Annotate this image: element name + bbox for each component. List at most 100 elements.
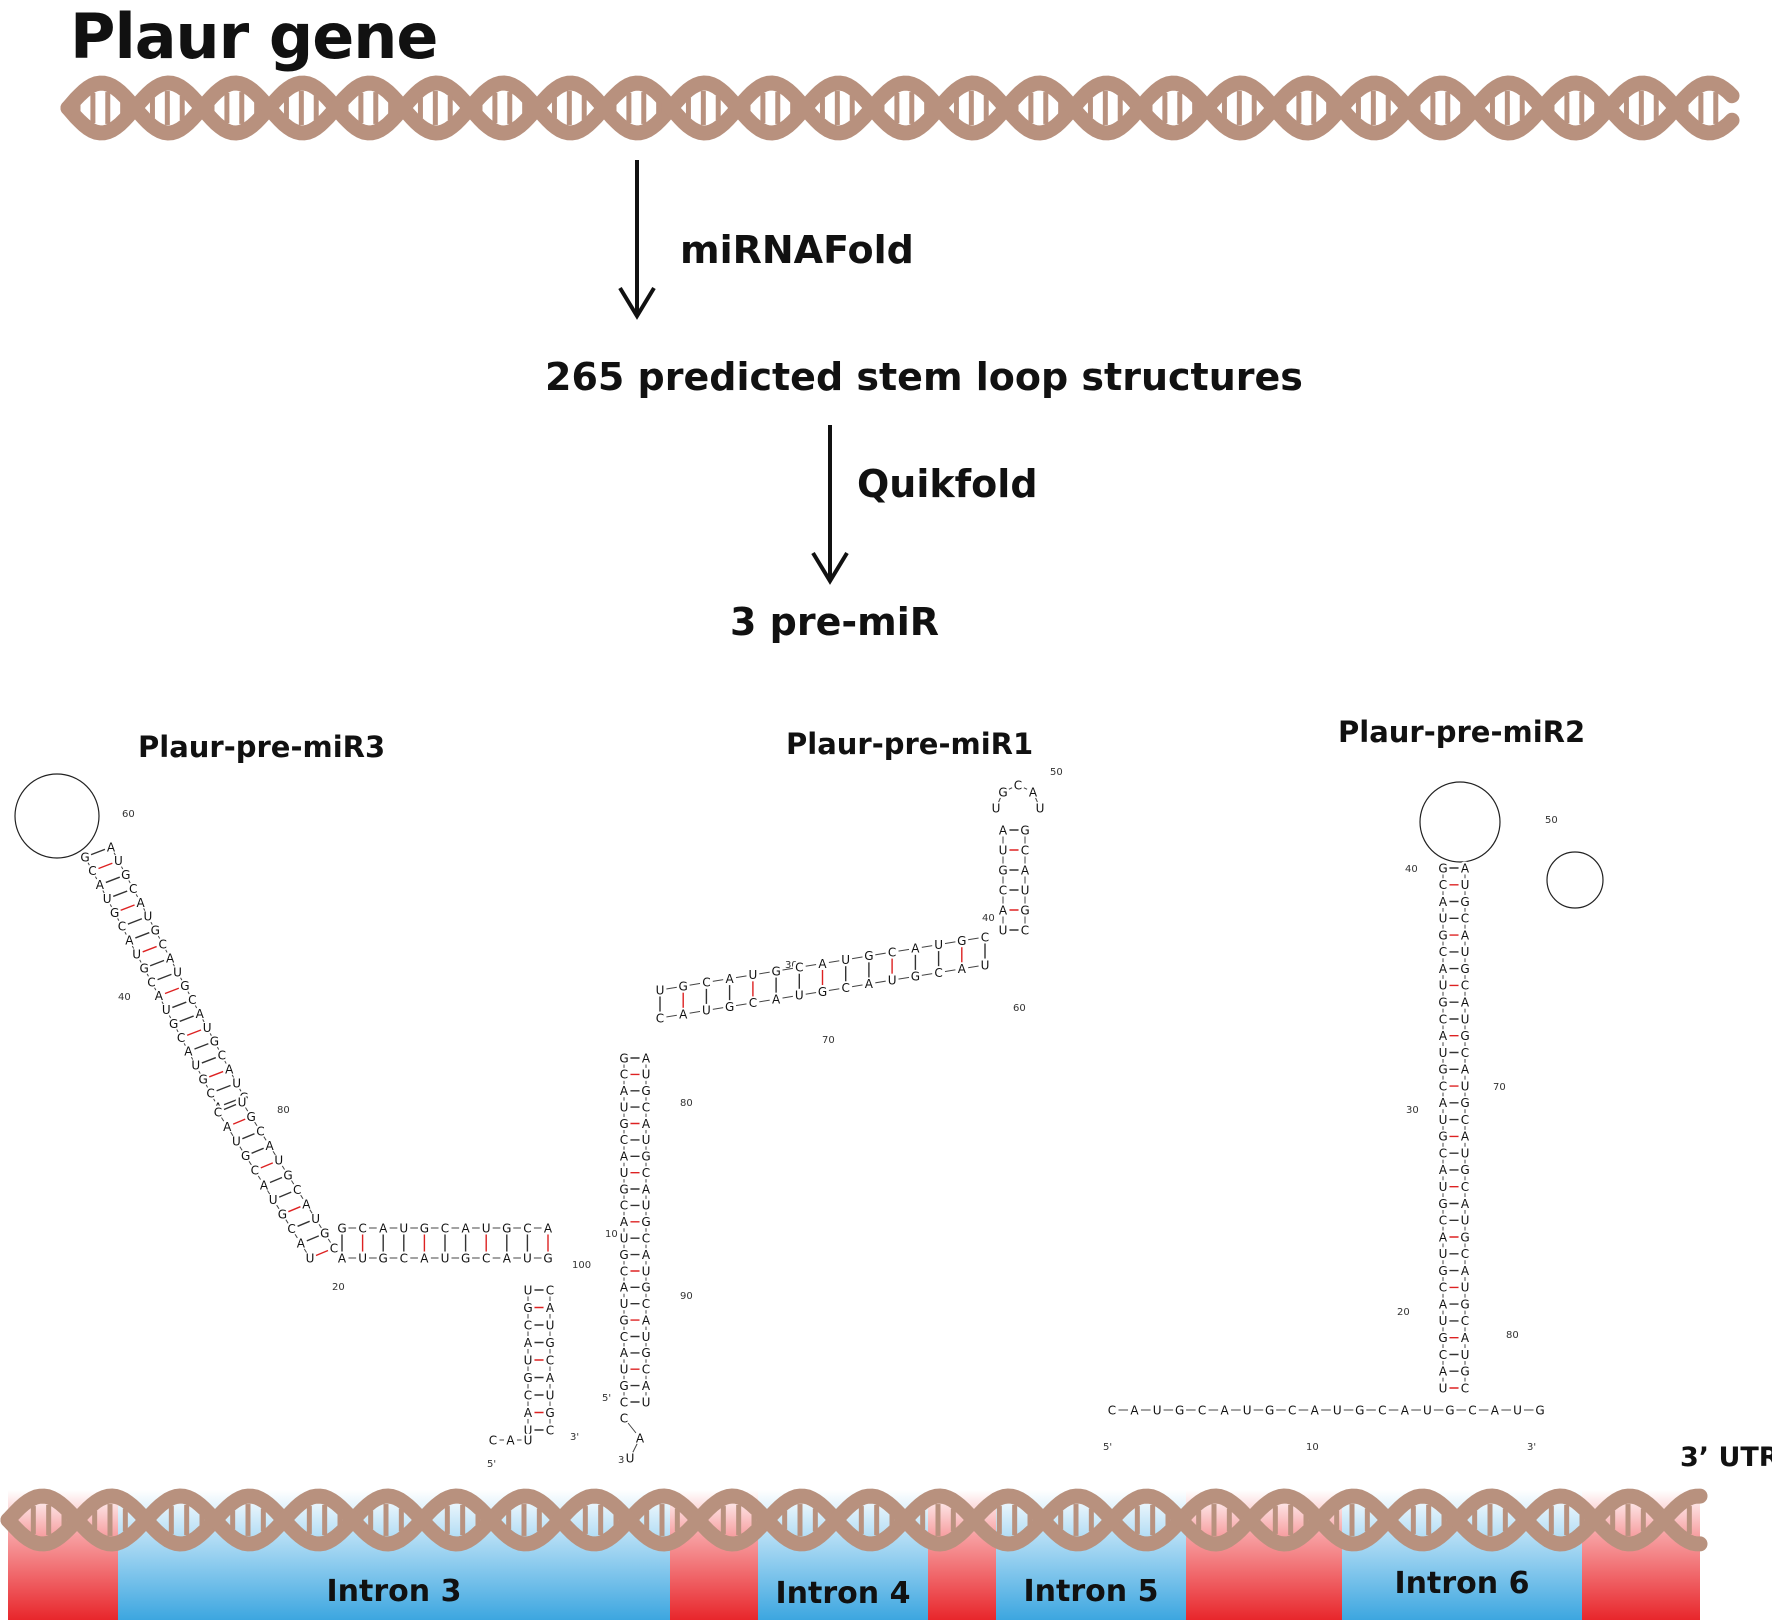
nucleotide: C <box>981 930 989 944</box>
nucleotide: U <box>191 1059 200 1073</box>
nucleotide: U <box>1439 1314 1448 1328</box>
nucleotide: U <box>232 1076 241 1090</box>
nucleotide: G <box>998 863 1007 877</box>
nucleotide: A <box>223 1120 232 1134</box>
position-number: 60 <box>1013 1003 1026 1014</box>
nucleotide: U <box>524 1433 533 1447</box>
nucleotide: A <box>96 878 105 892</box>
position-number: 10 <box>605 1229 618 1240</box>
nucleotide: A <box>524 1406 533 1420</box>
nucleotide: C <box>656 1011 664 1025</box>
nucleotide: U <box>103 892 112 906</box>
nucleotide: A <box>1461 1197 1470 1211</box>
nucleotide: C <box>934 966 942 980</box>
nucleotide: A <box>1021 863 1030 877</box>
nucleotide: G <box>210 1035 219 1049</box>
nucleotide: U <box>1021 883 1030 897</box>
nucleotide: A <box>1439 1163 1448 1177</box>
dna-helix-top <box>60 75 1740 141</box>
nucleotide: U <box>620 1166 629 1180</box>
nucleotide: C <box>888 945 896 959</box>
nucleotide: A <box>620 1084 629 1098</box>
nucleotide: C <box>1461 1314 1469 1328</box>
nucleotide: A <box>225 1063 234 1077</box>
nucleotide: C <box>620 1395 628 1409</box>
structure-mir1: 50 40 30 60 70 80 10 90 5' 3' GCAUGCAUGC… <box>602 767 1063 1466</box>
position-number: 20 <box>1397 1307 1410 1318</box>
intron-label-3: Intron 3 <box>326 1574 462 1609</box>
nucleotide: A <box>642 1051 651 1065</box>
nucleotide: G <box>461 1251 470 1265</box>
nucleotide: C <box>749 996 757 1010</box>
nucleotide: U <box>1461 1214 1470 1228</box>
nucleotide: A <box>772 992 781 1006</box>
nucleotide: C <box>188 993 196 1007</box>
nucleotide: G <box>864 949 873 963</box>
nucleotide: G <box>1438 928 1447 942</box>
nucleotide: A <box>620 1281 629 1295</box>
nucleotide: C <box>1439 1147 1447 1161</box>
nucleotide: G <box>641 1084 650 1098</box>
structure-mir2: 50 40 70 30 20 80 10 5' 3' GCAUGCAUGCAUG… <box>1103 781 1604 1453</box>
nucleotide: A <box>1029 785 1038 799</box>
nucleotide: U <box>1423 1403 1432 1417</box>
nucleotide: A <box>1439 1297 1448 1311</box>
nucleotide: C <box>1461 912 1469 926</box>
structure-title-mir3: Plaur-pre-miR3 <box>138 730 386 764</box>
nucleotide: U <box>749 968 758 982</box>
nucleotide: U <box>642 1133 651 1147</box>
nucleotide: G <box>1460 1297 1469 1311</box>
nucleotide: C <box>489 1433 497 1447</box>
nucleotide: G <box>278 1208 287 1222</box>
helix-strands <box>60 75 1740 141</box>
strand-end-5prime: 5' <box>1103 1442 1112 1453</box>
nucleotide: C <box>1021 923 1029 937</box>
helix-strands <box>0 1488 1708 1552</box>
nucleotide: U <box>888 973 897 987</box>
nucleotide: G <box>641 1150 650 1164</box>
nucleotide: A <box>1461 928 1470 942</box>
nucleotide: G <box>1438 1197 1447 1211</box>
position-number: 70 <box>1493 1082 1506 1093</box>
nucleotide: C <box>546 1423 554 1437</box>
nucleotide: G <box>679 980 688 994</box>
nucleotide: A <box>642 1248 651 1262</box>
nucleotide: G <box>180 979 189 993</box>
nucleotide: U <box>1513 1403 1522 1417</box>
nucleotide: C <box>1439 1079 1447 1093</box>
step-tool-quikfold: Quikfold <box>857 462 1038 506</box>
nucleotide: U <box>702 1004 711 1018</box>
loop-mir2-terminal <box>1419 781 1501 863</box>
nucleotide: G <box>1460 1029 1469 1043</box>
nucleotide: U <box>1439 1381 1448 1395</box>
nucleotide: G <box>379 1251 388 1265</box>
nucleotide: A <box>546 1371 555 1385</box>
nucleotide: G <box>1020 823 1029 837</box>
structure-mir3: 60 40 80 20 100 5' 3' GCAUGCAUGCAUGCAUGC… <box>14 773 591 1470</box>
intron-label-5: Intron 5 <box>1023 1574 1159 1609</box>
nucleotide: C <box>1468 1403 1476 1417</box>
nucleotide: A <box>642 1117 651 1131</box>
nucleotide: G <box>1445 1403 1454 1417</box>
nucleotide: G <box>247 1110 256 1124</box>
nucleotide: U <box>1461 1012 1470 1026</box>
nucleotide: G <box>641 1215 650 1229</box>
nucleotide: A <box>107 840 116 854</box>
nucleotide: C <box>1461 1180 1469 1194</box>
nucleotide: G <box>1438 1130 1447 1144</box>
nucleotide: C <box>177 1031 185 1045</box>
position-number: 100 <box>572 1260 591 1271</box>
nucleotide: U <box>546 1318 555 1332</box>
nucleotide: A <box>1439 1096 1448 1110</box>
nucleotide: U <box>795 989 804 1003</box>
nucleotide: U <box>934 938 943 952</box>
nucleotide: G <box>1438 996 1447 1010</box>
nucleotide: A <box>1439 962 1448 976</box>
step-tool-mirnafold: miRNAFold <box>680 228 914 272</box>
nucleotide: G <box>121 868 130 882</box>
nucleotide: C <box>1439 1214 1447 1228</box>
nucleotide: U <box>1461 945 1470 959</box>
nucleotide: U <box>620 1232 629 1246</box>
nucleotide: U <box>114 854 123 868</box>
nucleotide: G <box>998 785 1007 799</box>
